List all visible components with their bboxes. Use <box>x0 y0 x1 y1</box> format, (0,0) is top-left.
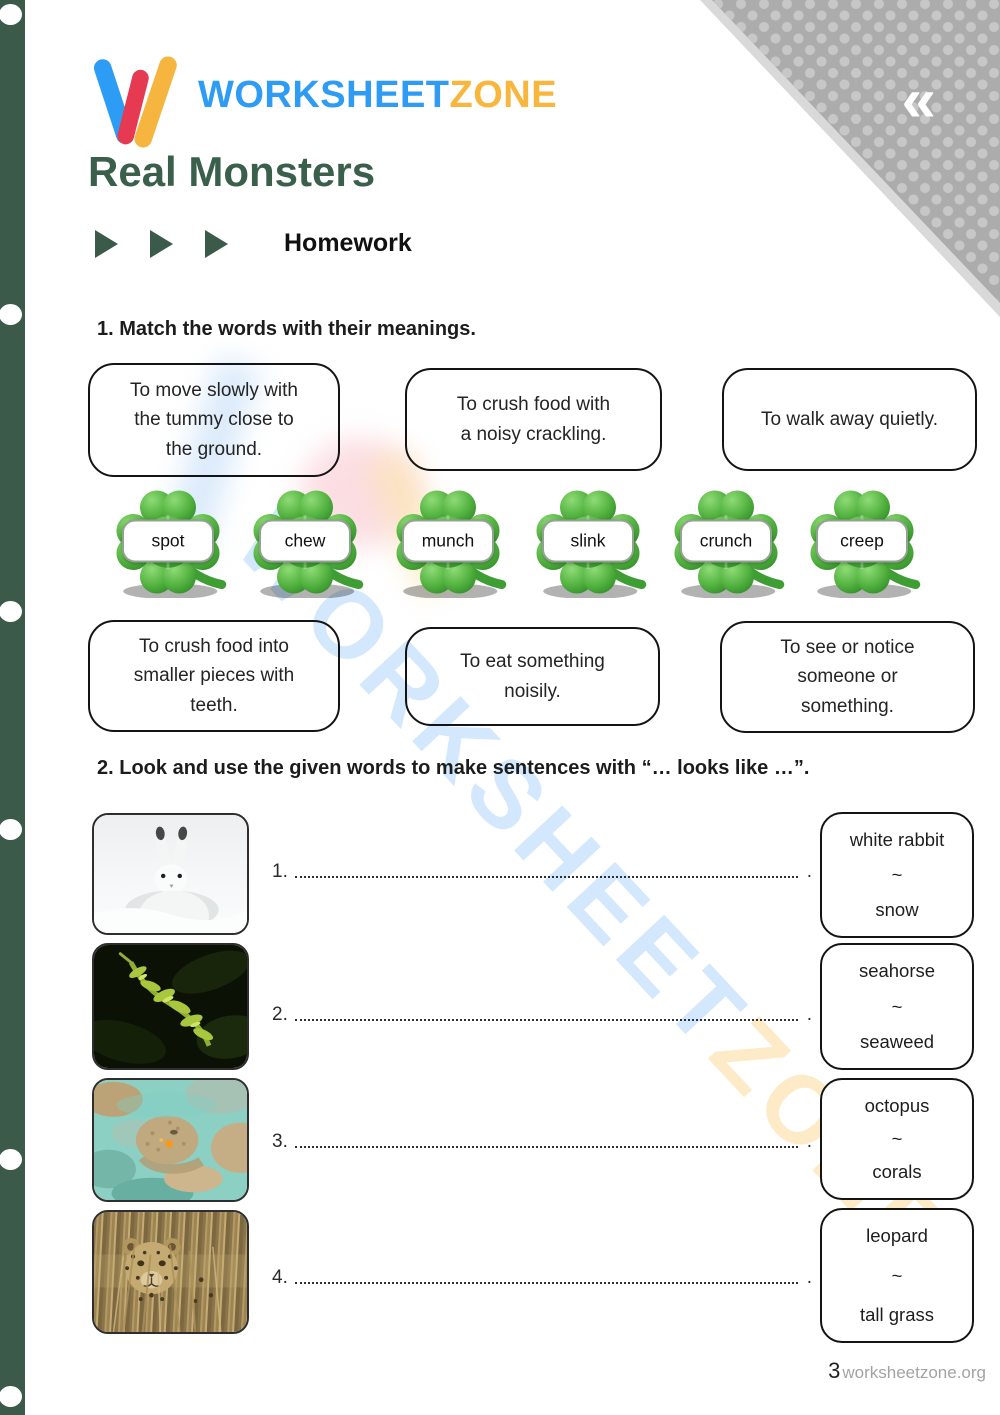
definition-box: To crush food with a noisy crackling. <box>405 368 662 471</box>
page-number: 3 <box>828 1358 841 1383</box>
clover-word-card: creep <box>803 486 921 598</box>
definition-box: To crush food into smaller pieces with t… <box>88 620 340 732</box>
answer-line <box>294 1019 798 1021</box>
photo-octopus-camouflaged <box>92 1078 249 1202</box>
sentence-line: 4. . <box>272 1267 812 1288</box>
clover-word-card: chew <box>246 486 364 598</box>
word-pair-box: octopus ~ corals <box>820 1078 974 1200</box>
answer-line <box>294 1282 798 1284</box>
word-pair-box: leopard ~ tall grass <box>820 1208 974 1343</box>
exercise1-heading: 1. Match the words with their meanings. <box>97 318 476 340</box>
punch-hole <box>0 304 22 325</box>
word-label: spot <box>122 519 214 563</box>
double-chevron-icon: « <box>901 66 936 135</box>
punch-hole <box>0 819 22 840</box>
word-label: munch <box>402 519 494 563</box>
page-title: Real Monsters <box>88 148 376 195</box>
sentence-line: 1. . <box>272 861 812 882</box>
sentence-line: 2. . <box>272 1004 812 1025</box>
page-footer: 3 worksheetzone.org <box>828 1358 986 1384</box>
clover-word-card: spot <box>109 486 227 598</box>
definition-box: To walk away quietly. <box>722 368 977 471</box>
clover-word-card: slink <box>529 486 647 598</box>
punch-hole <box>0 1149 22 1170</box>
punch-hole <box>0 4 22 25</box>
arrow-icon <box>95 229 118 258</box>
footer-site-text: worksheetzone.org <box>842 1363 986 1382</box>
answer-line <box>294 876 798 878</box>
definition-box: To see or notice someone or something. <box>720 621 975 733</box>
brand-wordmark: WORKSHEETZONE <box>198 74 558 116</box>
sentence-line: 3. . <box>272 1131 812 1152</box>
definition-box: To move slowly with the tummy close to t… <box>88 363 340 477</box>
photo-white-rabbit-in-snow <box>92 813 249 935</box>
arrow-icon <box>205 229 228 258</box>
section-label: Homework <box>284 229 412 257</box>
definition-box: To eat something noisily. <box>405 627 660 726</box>
word-pair-box: seahorse ~ seaweed <box>820 943 974 1070</box>
word-label: creep <box>816 519 908 563</box>
brand-logo-icon <box>88 56 180 150</box>
word-label: crunch <box>680 519 772 563</box>
answer-line <box>294 1146 798 1148</box>
corner-triangle-dots <box>712 0 1000 303</box>
exercise2-heading: 2. Look and use the given words to make … <box>97 757 810 779</box>
clover-word-card: munch <box>389 486 507 598</box>
clover-word-card: crunch <box>667 486 785 598</box>
punch-hole <box>0 1386 22 1407</box>
binder-strip <box>0 0 25 1415</box>
photo-leopard-in-grass <box>92 1210 249 1334</box>
arrow-icon <box>150 229 173 258</box>
word-label: slink <box>542 519 634 563</box>
word-pair-box: white rabbit ~ snow <box>820 812 974 938</box>
punch-hole <box>0 601 22 622</box>
section-header: Homework <box>95 229 412 258</box>
word-label: chew <box>259 519 351 563</box>
photo-leafy-seadragon <box>92 943 249 1070</box>
